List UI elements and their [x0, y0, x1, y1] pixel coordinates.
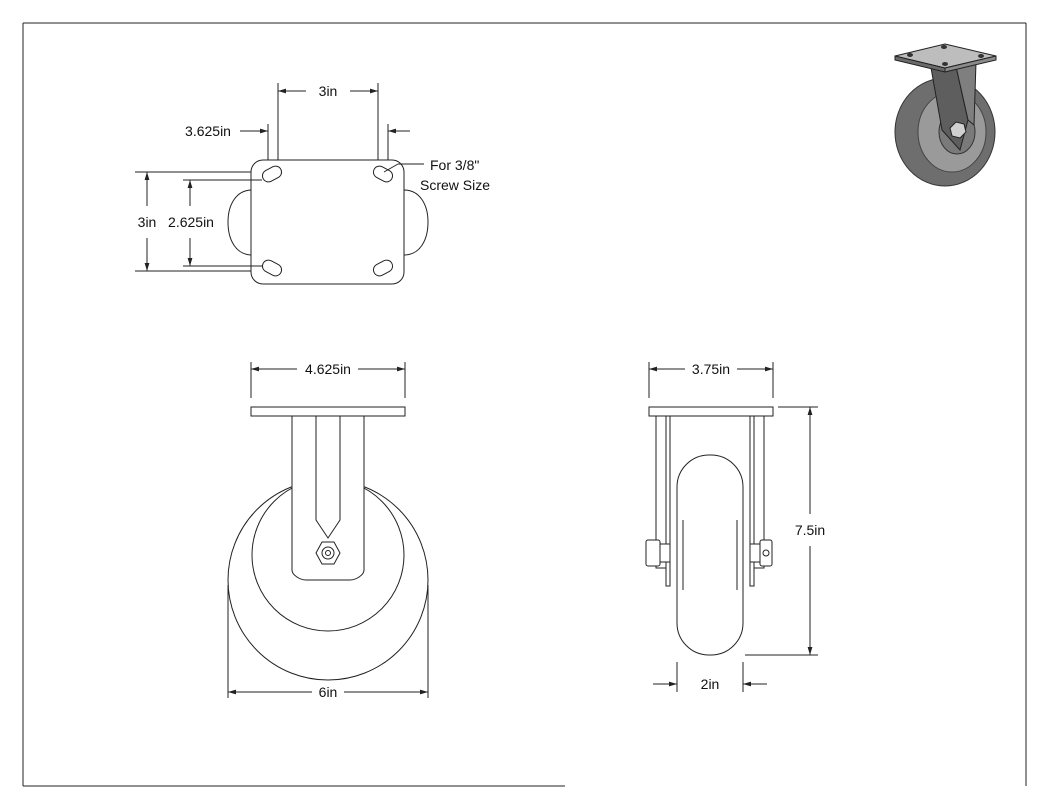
dim-wheel-diameter: 6in [319, 684, 338, 700]
mounting-slot [261, 259, 283, 277]
dim-plate-width: 3.625in [185, 123, 231, 139]
wheel-bulge-left [227, 189, 253, 256]
dim-hole-spacing-height: 2.625in [168, 214, 214, 230]
dim-side-plate-width: 3.75in [692, 361, 730, 377]
dim-plate-height: 3in [138, 214, 157, 230]
front-top-plate [250, 406, 406, 417]
dim-hole-spacing-width: 3in [319, 83, 338, 99]
side-wheel [676, 454, 744, 656]
dim-front-plate-width: 4.625in [305, 361, 351, 377]
screw-note-line1: For 3/8" [430, 157, 479, 173]
screw-note-line2: Screw Size [420, 177, 490, 193]
mounting-slot [372, 259, 394, 277]
iso-axle-nut [949, 121, 967, 139]
side-view: 3.75in 7.5in 2in [645, 361, 825, 692]
isometric-caster-thumbnail [894, 43, 997, 187]
drawing-border [22, 22, 1027, 787]
top-view: 3in 3.625in For 3/8" Screw Size 3in 2.62… [135, 83, 490, 285]
wheel-bulge-right [403, 189, 429, 256]
front-view: 4.625in 6in [227, 361, 429, 700]
side-top-plate [648, 406, 774, 417]
axle [321, 546, 335, 560]
mounting-slot [261, 165, 283, 183]
fork-leg [291, 414, 365, 581]
dim-wheel-width: 2in [701, 676, 720, 692]
mounting-plate [250, 159, 405, 285]
axle-bolt-head [645, 539, 661, 567]
dim-overall-height: 7.5in [795, 522, 825, 538]
axle-nut-side [759, 539, 773, 567]
